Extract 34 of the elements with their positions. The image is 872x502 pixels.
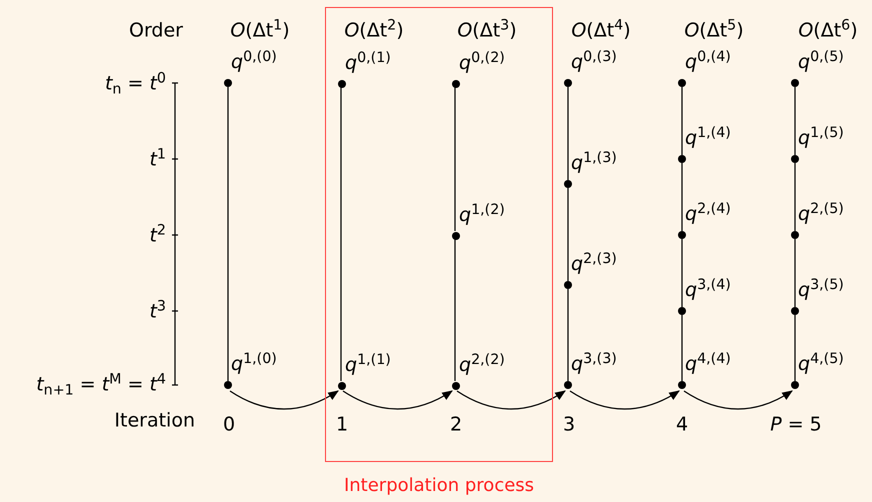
axis-label: 3: [562, 416, 576, 434]
axis-label: P = 5: [770, 416, 822, 434]
vertical-line: [454, 87, 456, 231]
vertical-line: [794, 163, 796, 231]
axis-label: Order: [129, 22, 183, 40]
axis-label: 2: [450, 416, 462, 434]
vertical-line: [567, 188, 569, 281]
group-title: Interpolation process: [344, 477, 534, 495]
vertical-line: [794, 87, 796, 155]
vertical-line: [681, 87, 683, 155]
vertical-line: [567, 289, 569, 381]
vertical-line: [567, 87, 569, 180]
axis-label: Iteration: [114, 412, 195, 430]
axis-label: O(Δt$^{1}$): [230, 22, 290, 40]
curved-arrow: [456, 390, 566, 410]
vertical-line: [454, 239, 456, 381]
curved-arrow: [230, 390, 339, 410]
curved-arrow: [342, 390, 453, 410]
vertical-line: [681, 163, 683, 231]
vertical-line: [794, 315, 796, 381]
axis-label: t$_{n+1}$ = t$^{M}$ = t$^{4}$: [36, 376, 166, 394]
vertical-line: [681, 239, 683, 307]
axis-label: 4: [676, 416, 688, 434]
vertical-line: [794, 239, 796, 307]
vertical-line: [227, 87, 229, 381]
vertical-line: [681, 315, 683, 381]
axis-label: t$^{1}$: [149, 150, 166, 170]
axis-label: 1: [336, 416, 348, 434]
axis-label: O(Δt$^{4}$): [571, 22, 631, 40]
curved-arrow: [684, 390, 793, 410]
axis-label: 0: [222, 416, 236, 434]
axis-label: O(Δt$^{5}$): [684, 22, 744, 40]
curved-arrow: [570, 390, 680, 410]
vertical-line: [340, 87, 342, 381]
